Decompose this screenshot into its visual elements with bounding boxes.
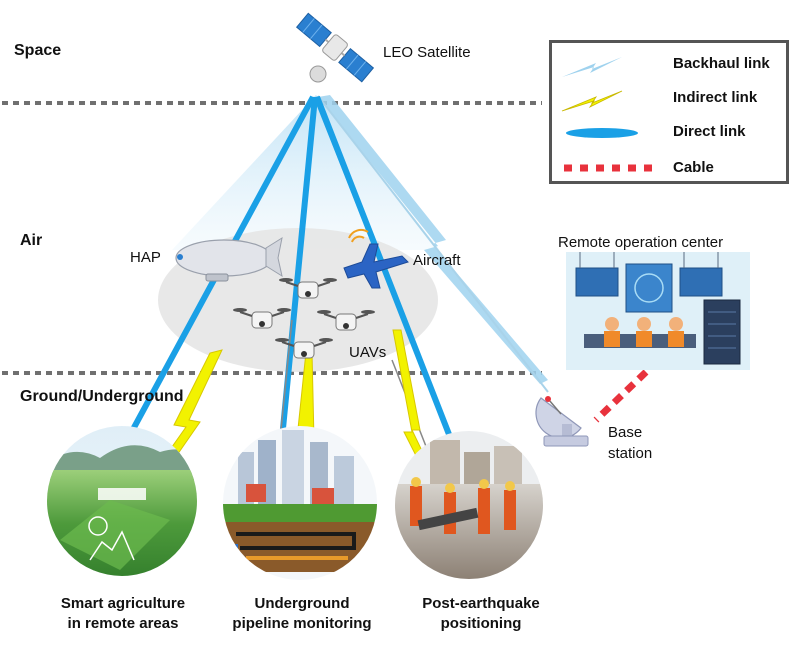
legend-cable-label: Cable bbox=[673, 159, 714, 176]
base-station-icon bbox=[535, 396, 589, 447]
cable-link bbox=[593, 369, 649, 423]
uav-swarm-icon bbox=[233, 278, 375, 359]
earthquake-caption: Post-earthquake positioning bbox=[396, 594, 566, 634]
earthquake-caption-line2: positioning bbox=[440, 615, 522, 632]
uav-icon-2 bbox=[233, 308, 291, 329]
direct-link-aircraft bbox=[313, 96, 383, 259]
legend-indirect-icon bbox=[561, 90, 623, 112]
layer-label-air: Air bbox=[20, 232, 43, 249]
pipeline-caption: Underground pipeline monitoring bbox=[212, 594, 392, 634]
satellite-basestation-line bbox=[317, 95, 549, 393]
legend-indirect-label: Indirect link bbox=[673, 89, 758, 106]
legend-backhaul-icon bbox=[562, 57, 622, 77]
base-station-label-line1: Base bbox=[608, 424, 643, 441]
uav-icon-1 bbox=[279, 278, 337, 299]
agriculture-scene-icon bbox=[47, 426, 197, 576]
aircraft-icon bbox=[343, 229, 409, 289]
agriculture-caption-line2: in remote areas bbox=[67, 615, 179, 632]
legend-direct-icon bbox=[566, 128, 638, 138]
remote-operation-center-icon bbox=[566, 252, 750, 370]
remote-center-label: Remote operation center bbox=[558, 234, 724, 251]
pipeline-caption-line2: pipeline monitoring bbox=[232, 615, 372, 632]
backhaul-link bbox=[318, 95, 548, 384]
agriculture-caption-line1: Smart agriculture bbox=[60, 595, 186, 612]
agriculture-caption: Smart agriculture in remote areas bbox=[28, 594, 218, 634]
legend-direct-label: Direct link bbox=[673, 123, 746, 140]
hap-label: HAP bbox=[130, 249, 161, 266]
layer-label-ground: Ground/Underground bbox=[20, 388, 184, 405]
uav-icon-3 bbox=[317, 310, 375, 331]
layer-label-space: Space bbox=[14, 42, 62, 59]
legend-symbols bbox=[561, 57, 652, 172]
hap-airship-icon bbox=[175, 236, 283, 282]
uavs-label: UAVs bbox=[349, 344, 387, 361]
legend-backhaul-label: Backhaul link bbox=[673, 55, 770, 72]
earthquake-caption-line1: Post-earthquake bbox=[422, 595, 540, 612]
uav-icon-4 bbox=[275, 338, 333, 359]
pipeline-scene-icon bbox=[223, 426, 377, 580]
pipeline-caption-line1: Underground bbox=[254, 595, 350, 612]
satellite-icon bbox=[295, 12, 375, 83]
satellite-label: LEO Satellite bbox=[383, 44, 471, 61]
base-station-label-line2: station bbox=[608, 445, 653, 462]
aircraft-label: Aircraft bbox=[413, 252, 461, 269]
legend: Backhaul link Indirect link Direct link … bbox=[549, 40, 789, 184]
